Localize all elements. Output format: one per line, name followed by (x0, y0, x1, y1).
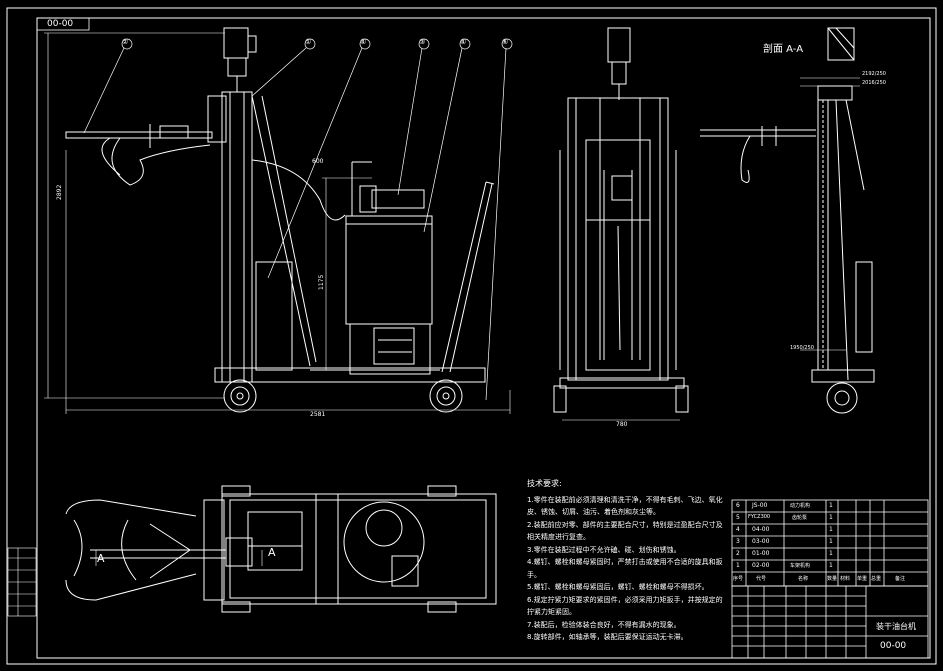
tech-line: 5.螺钉、螺栓和螺母紧固后，螺钉、螺栓和螺母不得损坏。 (527, 583, 709, 591)
parts-row-code: 04-00 (752, 526, 770, 533)
dim-tank-top: 600 (312, 158, 324, 165)
parts-row-name: 齿轮泵 (792, 515, 808, 521)
drawing-number-box (36, 17, 90, 31)
tech-line: 8.旋转部件，如轴承等，装配后要保证运动无卡滞。 (527, 633, 688, 641)
dim-elev-3: 1950/250 (790, 345, 814, 351)
section-marker-right: A (268, 546, 276, 559)
dim-overall-height: 2892 (56, 184, 63, 200)
parts-row-code: JS-00 (752, 502, 768, 509)
drawing-number-top: 00-00 (47, 19, 74, 29)
section-title: 剖面 A-A (763, 44, 804, 55)
parts-row-qty: 1 (829, 502, 833, 509)
section-view (700, 27, 875, 414)
parts-row-no: 5 (736, 514, 740, 521)
dim-overall-length: 2581 (310, 411, 326, 418)
parts-row-qty: 1 (829, 514, 833, 521)
balloon-6: ⑥ (502, 38, 509, 46)
dim-tank-height: 1175 (318, 274, 325, 290)
drawing-number: 00-00 (880, 641, 907, 651)
top-view (65, 485, 497, 613)
tech-line: 2.装配前应对零、部件的主要配合尺寸，特别是过盈配合尺寸及相关精度进行复查。 (527, 520, 723, 542)
parts-row-name: 动力机构 (790, 503, 811, 509)
parts-row-no: 6 (736, 502, 740, 509)
parts-row-no: 2 (736, 550, 740, 557)
section-marker-left: A (97, 552, 105, 565)
parts-row-name: 车架机构 (790, 563, 811, 569)
balloon-leaders (83, 38, 513, 401)
parts-row-code: 02-00 (752, 562, 770, 569)
dim-front-width: 780 (616, 421, 628, 428)
product-name: 装干油台机 (876, 622, 916, 631)
parts-header: 序号 (733, 576, 744, 582)
parts-header: 代号 (756, 576, 767, 582)
balloon-3: ③ (419, 38, 426, 46)
left-margin-boxes (7, 547, 37, 617)
outer-border (6, 7, 937, 665)
tech-line: 3.零件在装配过程中不允许磕、碰、划伤和锈蚀。 (527, 545, 681, 554)
parts-row-no: 4 (736, 526, 740, 533)
balloon-1: ① (305, 38, 312, 46)
tech-line: 1.零件在装配前必须清理和清洗干净，不得有毛刺、飞边、氧化皮、锈蚀、切屑、油污、… (527, 495, 723, 517)
parts-list-grid (731, 499, 929, 659)
parts-row-code: 01-00 (752, 550, 770, 557)
tech-line: 7.装配后，检验体装合良好，不得有漏水的现象。 (527, 620, 681, 629)
inner-border (36, 17, 931, 659)
parts-header: 总重 (871, 576, 882, 582)
parts-header: 材料 (840, 576, 851, 582)
parts-header: 备注 (895, 576, 906, 582)
balloon-2: ② (122, 38, 129, 46)
parts-row-code: 03-00 (752, 538, 770, 545)
side-view (553, 27, 689, 421)
parts-row-no: 3 (736, 538, 740, 545)
dim-elev-2: 2016/250 (862, 80, 886, 86)
tech-line: 6.规定拧紧力矩要求的紧固件，必须采用力矩扳手，并按规定的拧紧力矩紧固。 (527, 595, 723, 617)
tech-line: 4.螺钉、螺栓和螺母紧固时，严禁打击或使用不合适的旋具和扳手。 (527, 558, 723, 579)
parts-row-qty: 1 (829, 550, 833, 557)
tech-requirements: 技术要求: 1.零件在装配前必须清理和清洗干净，不得有毛刺、飞边、氧化皮、锈蚀、… (527, 478, 727, 644)
parts-header: 名称 (798, 576, 809, 582)
parts-row-qty: 1 (829, 526, 833, 533)
parts-row-code: FYCZ300 (748, 514, 771, 520)
parts-header: 单重 (857, 576, 868, 582)
parts-row-qty: 1 (829, 538, 833, 545)
balloon-4a: ④ (360, 38, 367, 46)
front-view (44, 27, 511, 414)
tech-requirements-title: 技术要求: (527, 479, 562, 488)
balloon-4b: ④ (460, 38, 467, 46)
dim-elev-1: 2192/250 (862, 71, 886, 77)
parts-header: 数量 (827, 576, 838, 582)
parts-row-qty: 1 (829, 562, 833, 569)
parts-row-no: 1 (736, 562, 740, 569)
